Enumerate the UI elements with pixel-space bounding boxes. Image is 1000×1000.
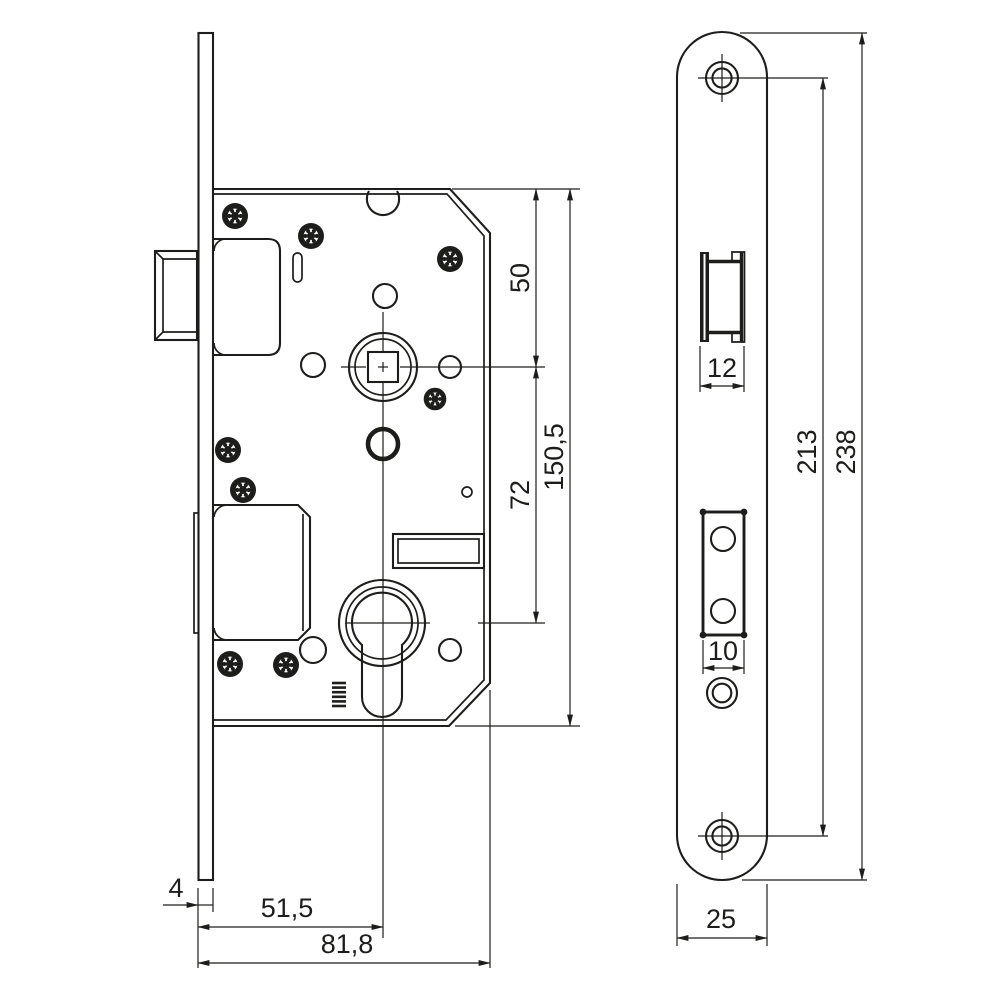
front-view: 12 10 213 23 — [675, 30, 867, 946]
case-top-notch — [365, 190, 401, 217]
deadbolt — [193, 503, 312, 642]
bolt-cutout-dimension: 10 — [702, 636, 745, 674]
dim-label-72: 72 — [505, 480, 535, 510]
front-dimensions: 213 238 25 — [676, 32, 867, 946]
case-holes — [298, 282, 473, 665]
cylinder-fixing-hole — [705, 676, 739, 710]
dim-label-81-8: 81,8 — [321, 929, 374, 959]
bolt-thrower-slot — [391, 532, 486, 570]
latch-guide-slot — [292, 252, 303, 283]
latch-cutout — [700, 251, 746, 343]
latch-cutout-dimension: 12 — [699, 346, 745, 392]
dim-label-12: 12 — [707, 353, 737, 383]
euro-cylinder — [337, 578, 427, 718]
dim-label-238: 238 — [831, 429, 861, 474]
latch-bolt — [153, 237, 303, 357]
dim-label-50: 50 — [505, 263, 535, 293]
side-view: 50 72 150,5 4 51,5 81,8 — [153, 31, 580, 968]
dim-label-25: 25 — [706, 904, 736, 934]
dim-label-4: 4 — [168, 873, 183, 903]
dim-label-10: 10 — [708, 636, 738, 666]
dim-label-51-5: 51,5 — [261, 893, 314, 923]
dim-label-150-5: 150,5 — [539, 423, 569, 491]
faceplate-front — [675, 30, 769, 882]
center-lines — [341, 312, 545, 938]
case-screws — [215, 203, 463, 678]
side-dimensions: 50 72 150,5 4 51,5 81,8 — [163, 188, 580, 968]
deadbolt-cutout — [699, 508, 748, 639]
lock-case-outline — [213, 187, 492, 728]
spring-detent — [332, 681, 346, 708]
screw-hole-top — [698, 52, 828, 104]
dim-label-213: 213 — [792, 429, 822, 474]
deadbolt-face — [193, 512, 200, 634]
faceplate-side — [197, 31, 215, 882]
screw-hole-bottom — [698, 810, 828, 862]
